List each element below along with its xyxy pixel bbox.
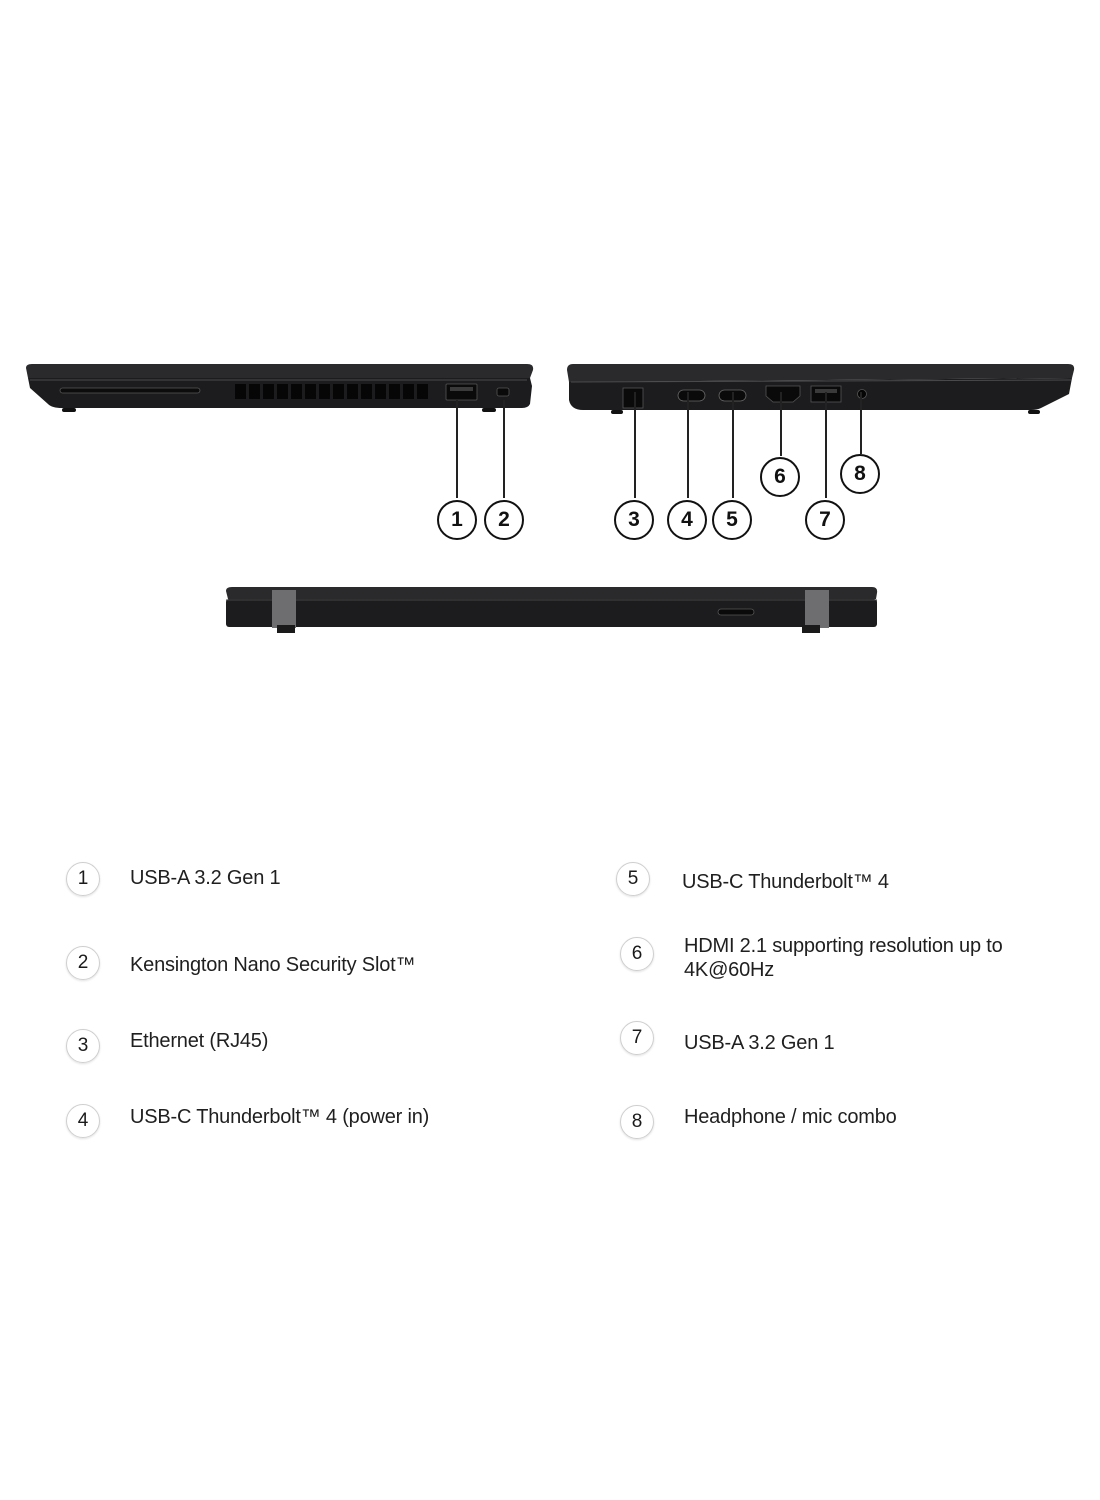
legend-number: 3 [66, 1029, 100, 1063]
rear-view [222, 585, 882, 635]
legend-number: 2 [66, 946, 100, 980]
leader-line-4 [687, 392, 689, 498]
callout-2: 2 [484, 500, 524, 540]
leader-line-6 [780, 392, 782, 456]
leader-line-1 [456, 400, 458, 498]
legend-item-8: 8 Headphone / mic combo [620, 1105, 897, 1139]
legend-number: 7 [620, 1021, 654, 1055]
legend-item-2: 2 Kensington Nano Security Slot™ [66, 946, 415, 980]
callout-6: 6 [760, 457, 800, 497]
callout-5: 5 [712, 500, 752, 540]
legend-label: USB-C Thunderbolt™ 4 (power in) [130, 1106, 430, 1128]
legend-label: USB-C Thunderbolt™ 4 [682, 871, 889, 893]
legend-number: 4 [66, 1104, 100, 1138]
right-side-view [563, 360, 1078, 420]
legend-item-7: 7 USB-A 3.2 Gen 1 [620, 1021, 835, 1055]
callout-7: 7 [805, 500, 845, 540]
legend-label: Kensington Nano Security Slot™ [130, 954, 416, 976]
legend-label: Ethernet (RJ45) [130, 1030, 269, 1052]
laptop-left-side-illustration [26, 364, 534, 412]
callout-4: 4 [667, 500, 707, 540]
legend-number: 5 [616, 862, 650, 896]
legend-item-4: 4 USB-C Thunderbolt™ 4 (power in) [66, 1104, 429, 1138]
legend-number: 8 [620, 1105, 654, 1139]
legend-item-5: 5 USB-C Thunderbolt™ 4 [616, 862, 889, 896]
leader-line-8 [860, 392, 862, 454]
callout-1: 1 [437, 500, 477, 540]
leader-line-3 [634, 392, 636, 498]
callout-3: 3 [614, 500, 654, 540]
legend-item-6: 6 HDMI 2.1 supporting resolution up to 4… [620, 935, 1054, 982]
left-side-view [22, 360, 537, 420]
leader-line-2 [503, 400, 505, 498]
legend-item-3: 3 Ethernet (RJ45) [66, 1029, 268, 1063]
laptop-right-side-illustration [567, 364, 1075, 414]
legend-label: USB-A 3.2 Gen 1 [684, 1032, 835, 1054]
leader-line-7 [825, 392, 827, 498]
legend-label: HDMI 2.1 supporting resolution up to 4K@… [684, 935, 1003, 981]
leader-line-5 [732, 392, 734, 498]
legend-number: 6 [620, 937, 654, 971]
legend-label: Headphone / mic combo [684, 1106, 897, 1128]
legend-item-1: 1 USB-A 3.2 Gen 1 [66, 862, 281, 896]
laptop-rear-illustration [226, 587, 878, 633]
legend-number: 1 [66, 862, 100, 896]
legend-label: USB-A 3.2 Gen 1 [130, 867, 281, 889]
callout-8: 8 [840, 454, 880, 494]
